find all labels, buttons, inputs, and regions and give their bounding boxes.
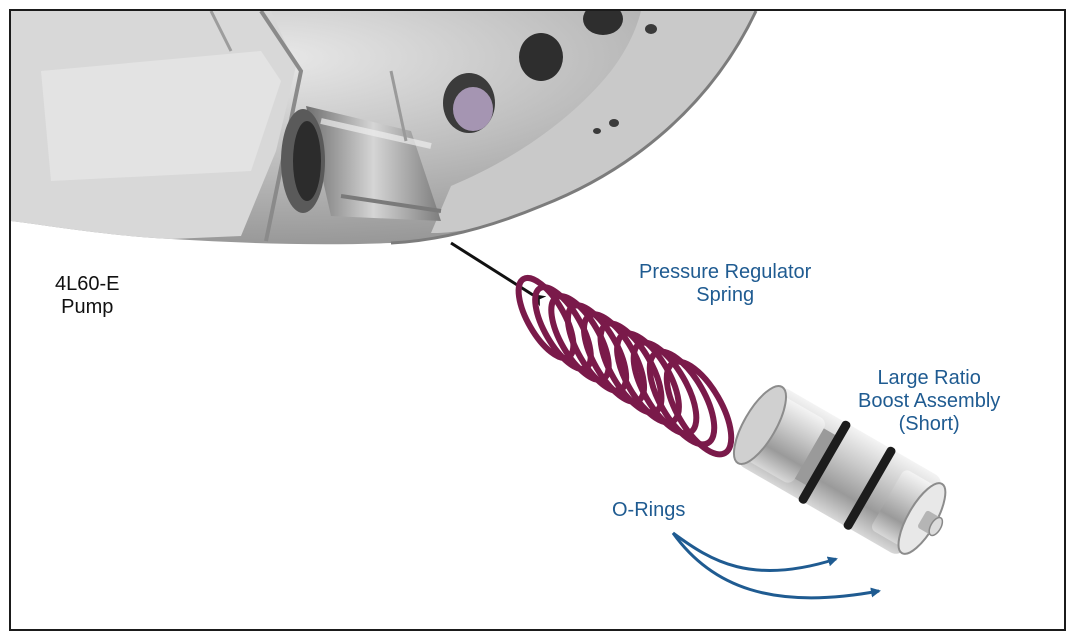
pump-hole — [583, 11, 623, 35]
arrow-icon — [672, 531, 838, 573]
diagram-canvas — [11, 11, 947, 600]
o-rings-label: O-Rings — [612, 499, 686, 521]
spring-label: Pressure Regulator Spring — [639, 261, 812, 306]
o-ring — [843, 446, 896, 530]
o-ring — [798, 420, 851, 504]
pump-hole — [645, 24, 657, 34]
pump-housing — [11, 11, 758, 245]
arrow-icon — [671, 532, 881, 600]
valve-assembly — [732, 385, 947, 555]
diagram-frame: 4L60-E Pump Pressure Regulator Spring La… — [9, 9, 1066, 631]
pump-hole — [609, 119, 619, 127]
pump-hole — [519, 33, 563, 81]
boost-assembly-label: Large Ratio Boost Assembly (Short) — [858, 367, 1001, 435]
pump-label: 4L60-E Pump — [55, 273, 120, 318]
pump-bore — [281, 106, 442, 221]
pump-hole — [593, 128, 601, 134]
coil-spring — [515, 275, 735, 458]
